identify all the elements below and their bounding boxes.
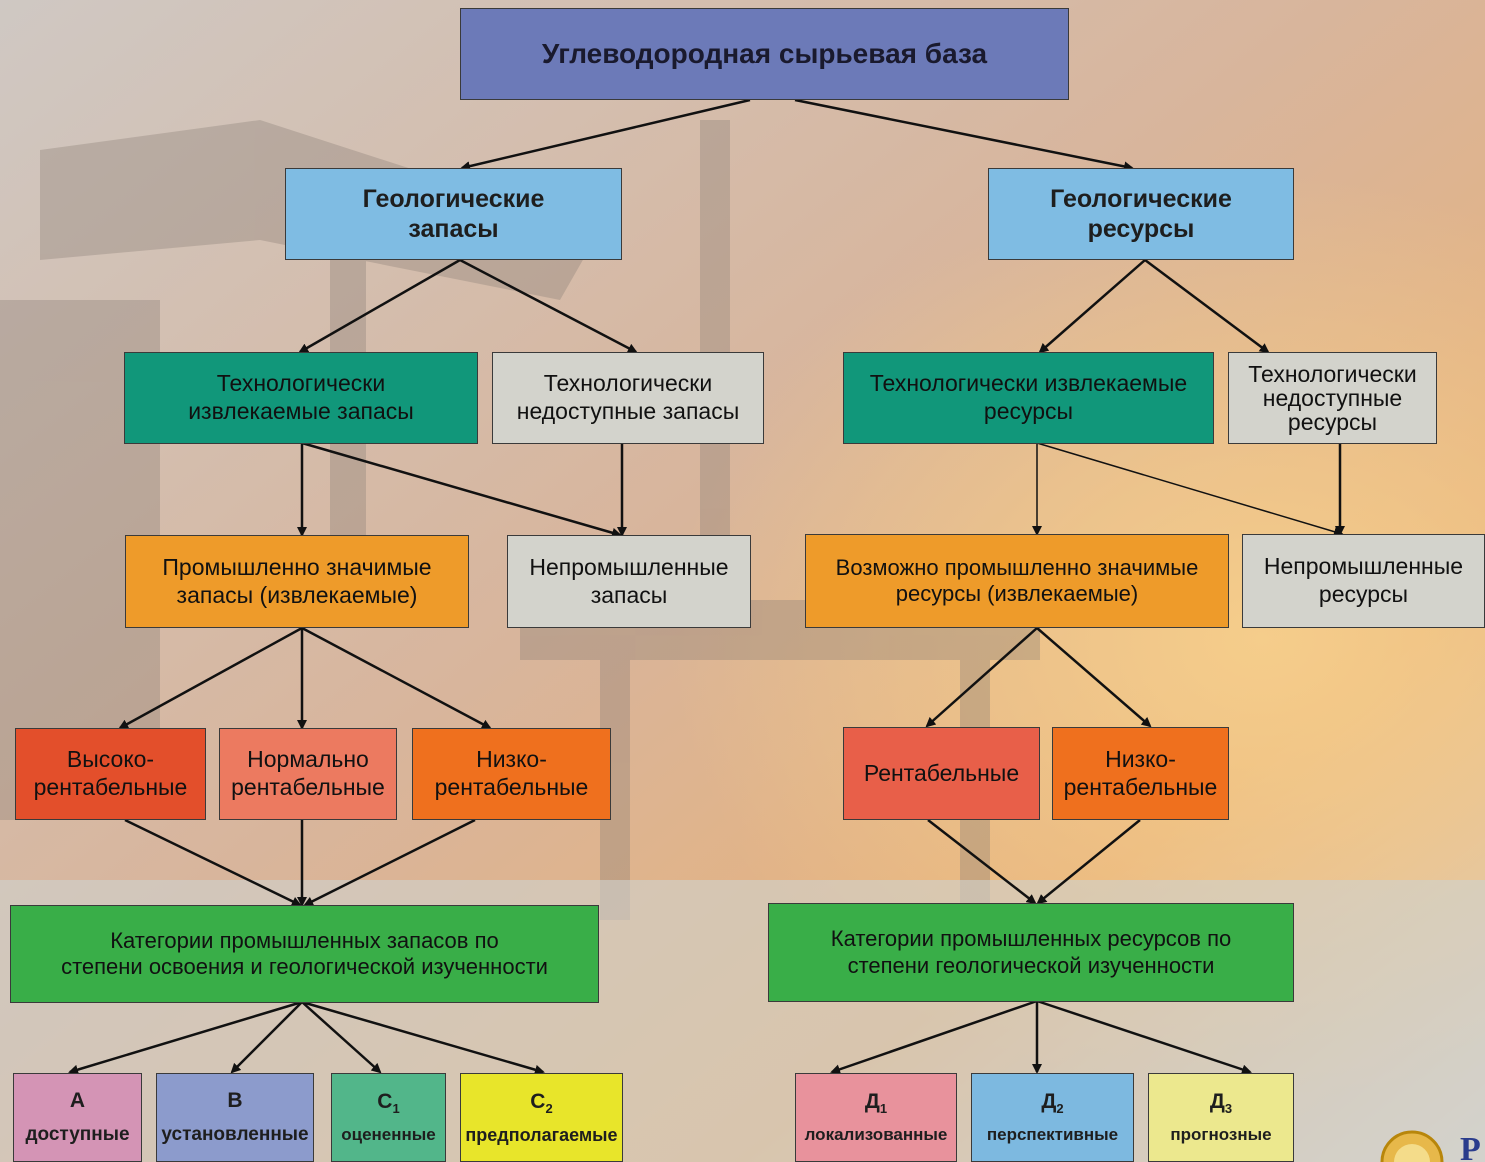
industrial-reserves: Промышленно значимые запасы (извлекаемые… [125, 535, 469, 628]
category-d3: Д3 прогнозные [1148, 1073, 1294, 1162]
geological-reserves: Геологические запасы [285, 168, 622, 260]
profitable-resources: Рентабельные [843, 727, 1040, 820]
possible-industrial-resources: Возможно промышленно значимые ресурсы (и… [805, 534, 1229, 628]
tech-recoverable-resources: Технологически извлекаемые ресурсы [843, 352, 1214, 444]
category-d1: Д1 локализованные [795, 1073, 957, 1162]
high-profit-reserves: Высоко- рентабельные [15, 728, 206, 820]
category-d2: Д2 перспективные [971, 1073, 1134, 1162]
normal-profit-reserves: Нормально рентабельные [219, 728, 397, 820]
company-logo-icon: Р [1380, 1130, 1481, 1162]
tech-recoverable-reserves: Технологически извлекаемые запасы [124, 352, 478, 444]
nonindustrial-reserves: Непромышленные запасы [507, 535, 751, 628]
root-hydrocarbon-base: Углеводородная сырьевая база [460, 8, 1069, 100]
tech-inaccessible-resources: Технологически недоступные ресурсы [1228, 352, 1437, 444]
category-a: А доступные [13, 1073, 142, 1162]
geological-resources: Геологические ресурсы [988, 168, 1294, 260]
svg-text:Р: Р [1460, 1131, 1481, 1162]
category-c2: С2 предполагаемые [460, 1073, 623, 1162]
nonindustrial-resources: Непромышленные ресурсы [1242, 534, 1485, 628]
category-b: В установленные [156, 1073, 314, 1162]
category-c1: С1 оцененные [331, 1073, 446, 1162]
resource-categories: Категории промышленных ресурсов по степе… [768, 903, 1294, 1002]
low-profit-reserves: Низко- рентабельные [412, 728, 611, 820]
reserve-categories: Категории промышленных запасов по степен… [10, 905, 599, 1003]
tech-inaccessible-reserves: Технологически недоступные запасы [492, 352, 764, 444]
low-profit-resources: Низко- рентабельные [1052, 727, 1229, 820]
